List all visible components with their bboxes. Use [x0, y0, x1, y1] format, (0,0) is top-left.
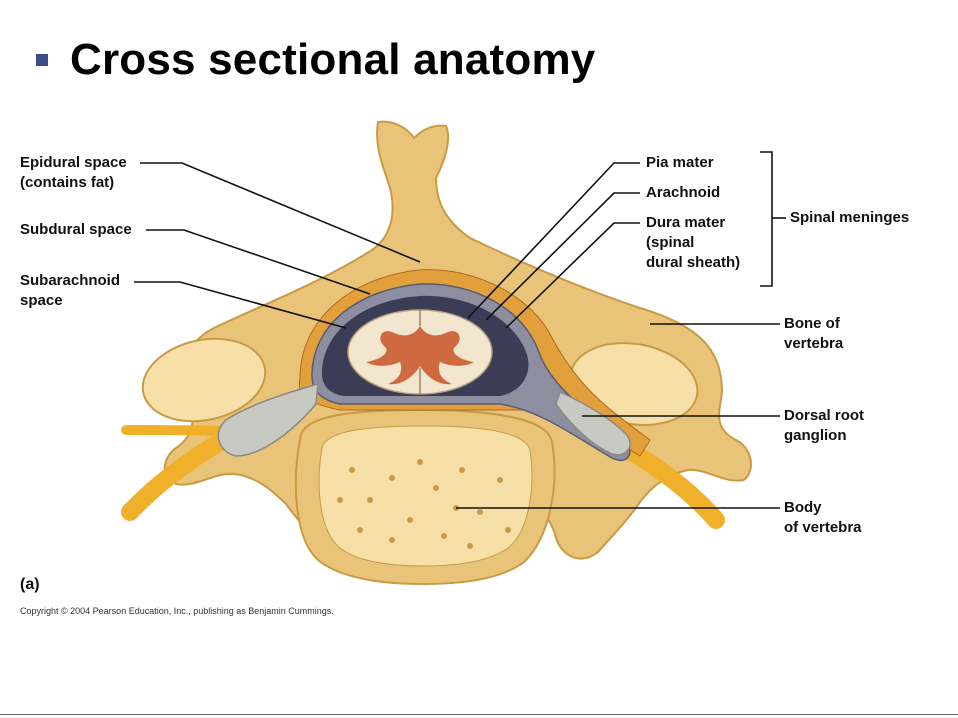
label-dorsal-root-ganglion: Dorsal root ganglion: [784, 406, 864, 446]
leader-arachnoid: [485, 192, 640, 321]
leader-pia: [467, 162, 640, 319]
copyright-notice: Copyright © 2004 Pearson Education, Inc.…: [20, 606, 334, 616]
bone-pore: [417, 459, 423, 465]
label-spinal-meninges: Spinal meninges: [790, 208, 909, 228]
bone-pores: [337, 459, 511, 549]
label-body-of-vertebra: Body of vertebra: [784, 498, 862, 538]
bone-pore: [433, 485, 439, 491]
label-dura-line1: Dura mater: [646, 214, 726, 231]
label-dura-line3: dural sheath): [646, 254, 741, 271]
leader-subarachnoid: [134, 281, 347, 329]
left-dorsal-root-ganglion: [217, 382, 319, 457]
panel-label: (a): [20, 576, 40, 593]
label-drg-line2: ganglion: [784, 427, 847, 444]
leader-subdural: [146, 229, 371, 295]
label-dura-mater: Dura mater (spinal dural sheath): [646, 213, 740, 273]
bone-pore: [337, 497, 343, 503]
label-arachnoid-line1: Arachnoid: [646, 184, 721, 201]
gray-matter: [366, 326, 474, 385]
bone-pore: [467, 543, 473, 549]
bone-pore: [367, 497, 373, 503]
label-subarachnoid-space: Subarachnoid space: [20, 271, 120, 311]
label-arachnoid: Arachnoid: [646, 183, 720, 203]
label-bone-of-vertebra: Bone of vertebra: [784, 314, 843, 354]
meninges-bracket: [760, 151, 773, 287]
label-meninges-line1: Spinal meninges: [790, 209, 910, 226]
label-body-line2: of vertebra: [784, 519, 862, 536]
bone-pore: [497, 477, 503, 483]
label-body-line1: Body: [784, 499, 822, 516]
label-subdural-space: Subdural space: [20, 220, 132, 240]
label-pia-line1: Pia mater: [646, 154, 714, 171]
label-epidural-space: Epidural space (contains fat): [20, 153, 127, 193]
bone-pore: [441, 533, 447, 539]
leader-lines: [134, 151, 786, 509]
bone-pore: [389, 537, 395, 543]
label-pia-mater: Pia mater: [646, 153, 714, 173]
leader-epidural: [140, 162, 421, 263]
right-dorsal-root-ganglion: [555, 390, 631, 456]
footer-divider: [0, 714, 958, 715]
leader-dura: [505, 222, 640, 329]
label-subarachnoid-line2: space: [20, 292, 63, 309]
label-bone-line2: vertebra: [784, 335, 844, 352]
label-epidural-line1: Epidural space: [20, 154, 127, 171]
slide-title-row: Cross sectional anatomy: [36, 30, 595, 90]
label-bone-line1: Bone of: [784, 315, 840, 332]
bone-pore: [349, 467, 355, 473]
label-epidural-line2: (contains fat): [20, 174, 115, 191]
label-dura-line2: (spinal: [646, 234, 695, 251]
bone-pore: [477, 509, 483, 515]
label-drg-line1: Dorsal root: [784, 407, 865, 424]
bone-pore: [407, 517, 413, 523]
bone-pore: [505, 527, 511, 533]
bone-pore: [389, 475, 395, 481]
bone-pore: [459, 467, 465, 473]
vertebral-body-inner: [318, 425, 533, 567]
square-bullet-icon: [36, 54, 48, 66]
bone-pore: [357, 527, 363, 533]
label-subarachnoid-line1: Subarachnoid: [20, 272, 121, 289]
left-articular-facet: [141, 337, 267, 423]
slide-title: Cross sectional anatomy: [70, 35, 596, 84]
label-subdural-line1: Subdural space: [20, 221, 132, 238]
